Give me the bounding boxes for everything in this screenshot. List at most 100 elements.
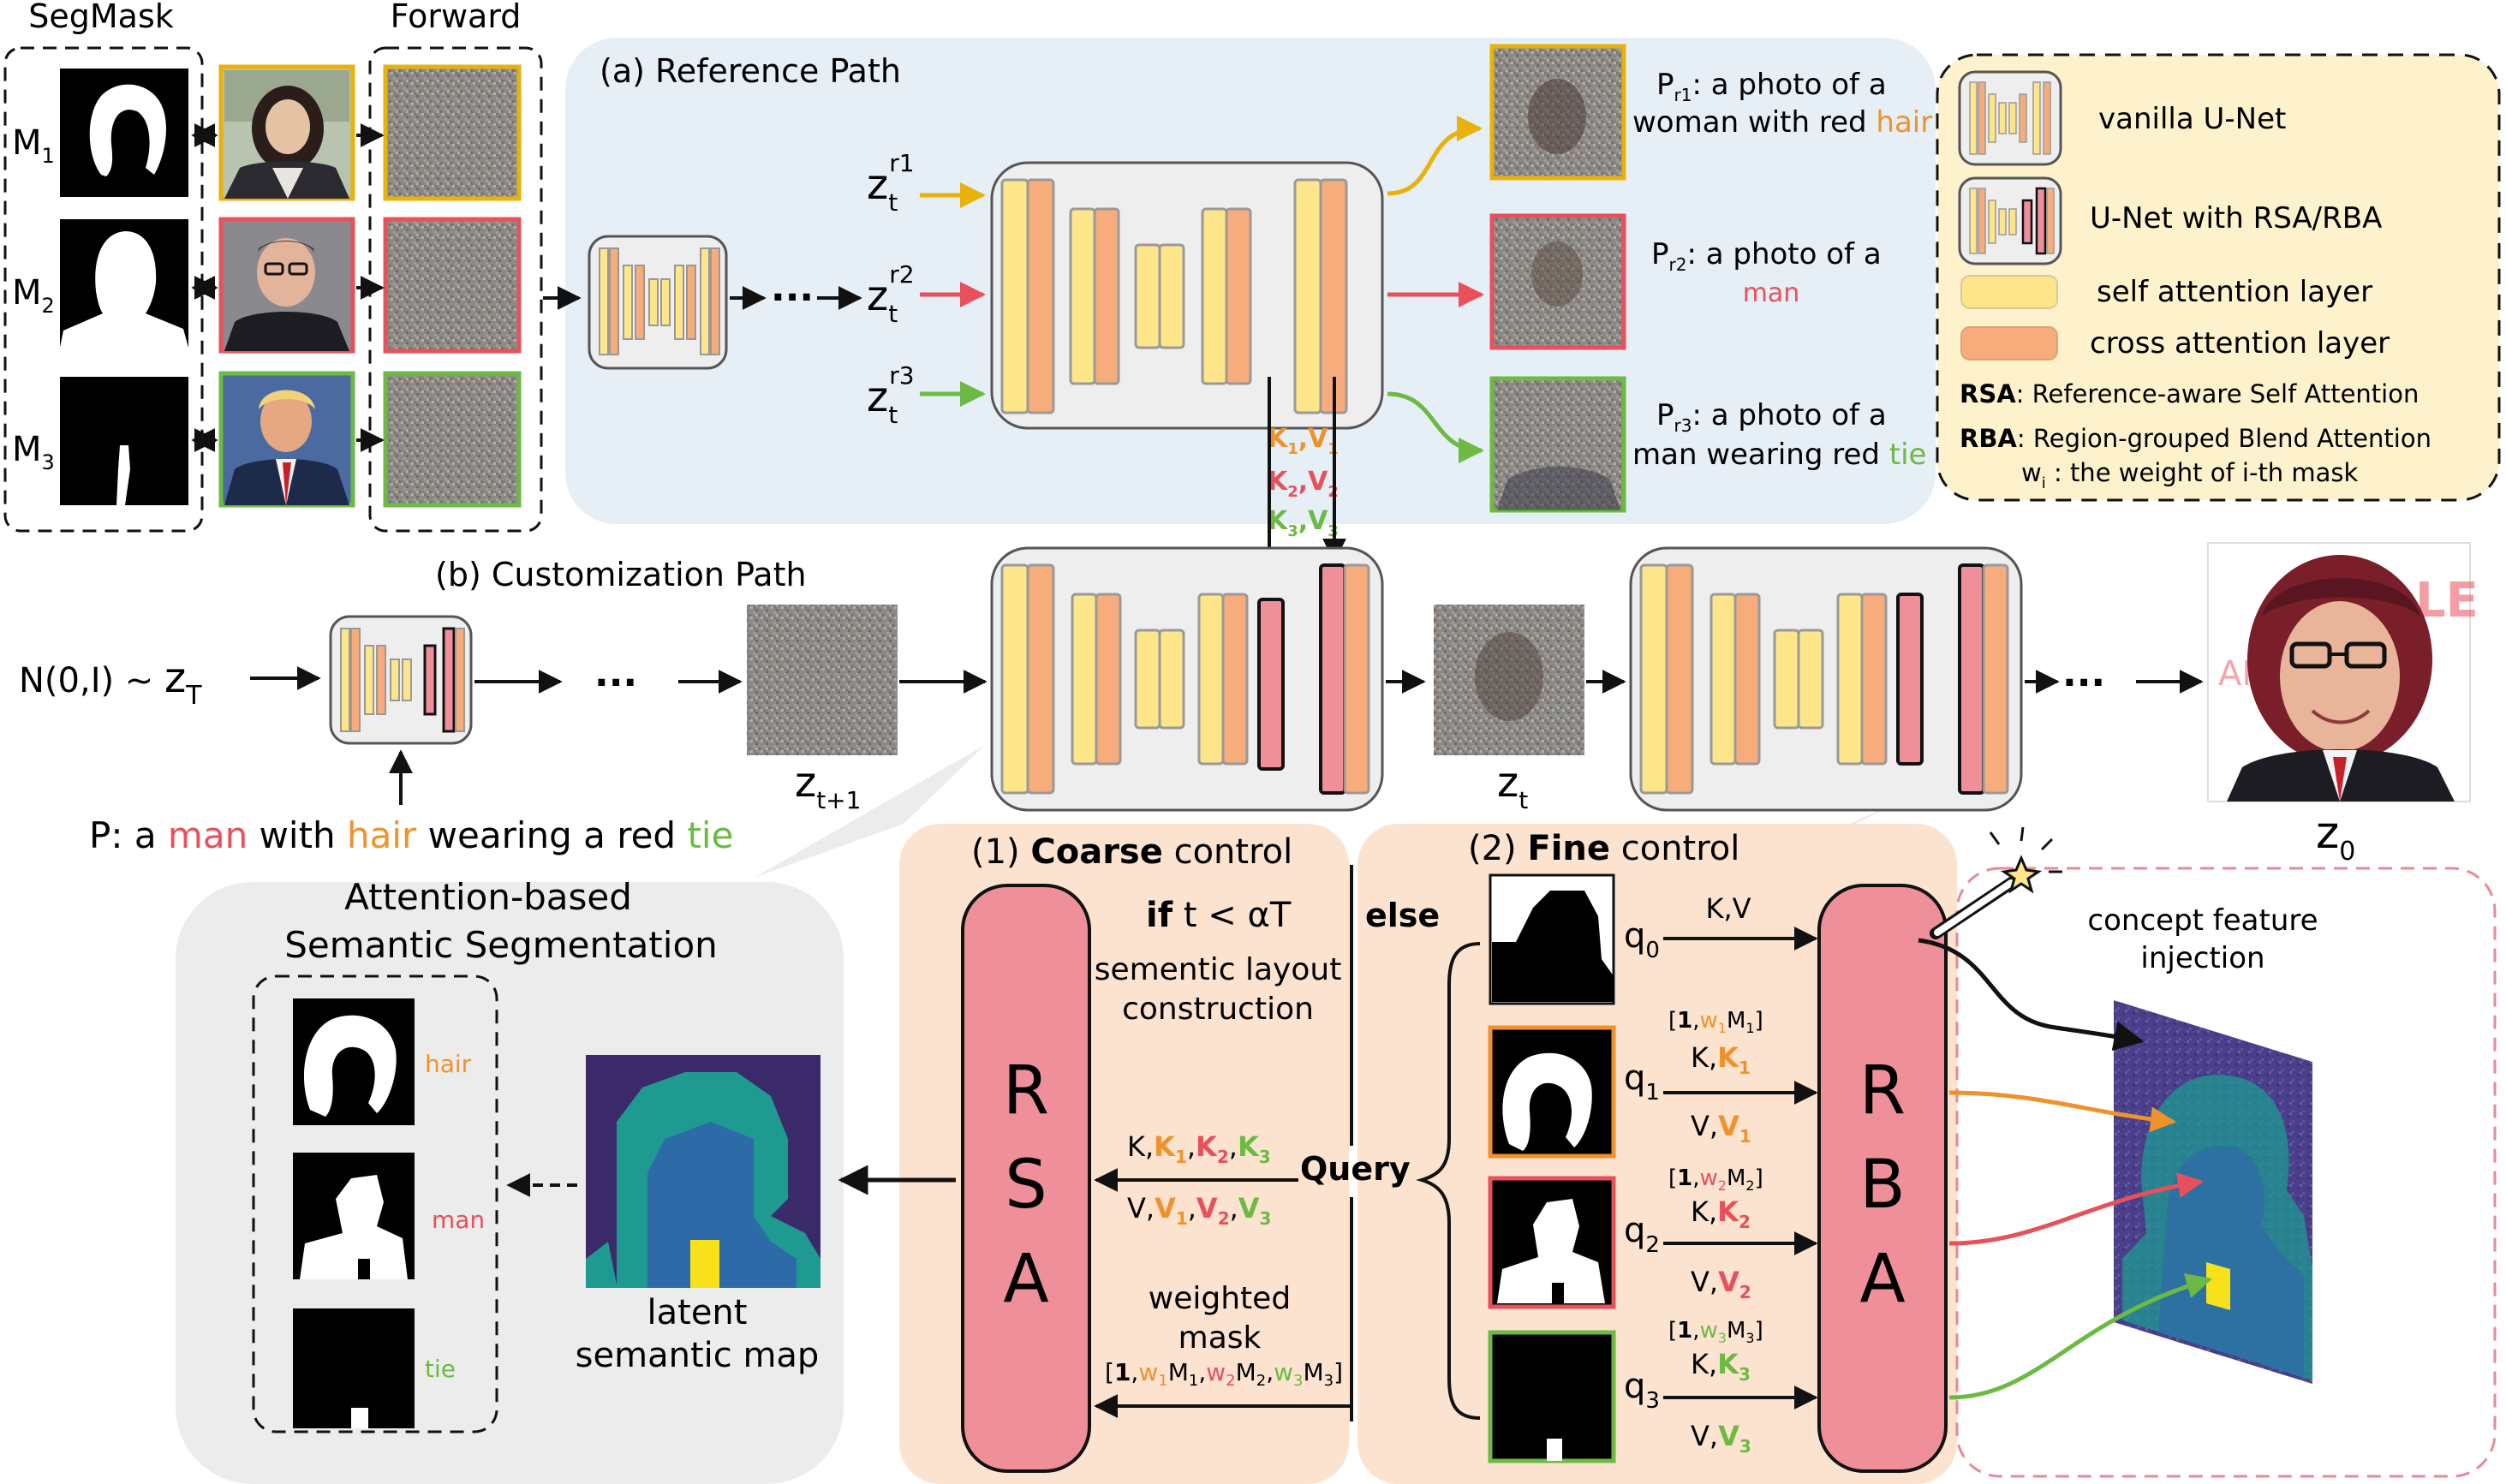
q3-v: V,V3	[1691, 1420, 1751, 1457]
z-r2-label: ztr2	[867, 260, 915, 328]
legend-self-attention: self attention layer	[2097, 275, 2372, 309]
seg-mask-hair	[293, 998, 415, 1125]
svg-text:LE: LE	[2415, 573, 2479, 629]
svg-text:K1,V1: K1,V1	[1268, 424, 1339, 458]
q3-k: K,K3	[1691, 1348, 1751, 1385]
svg-text:M2: M2	[12, 273, 55, 318]
noise-label: N(0,I) ~ zT	[19, 654, 202, 711]
mask-photo-arrows	[191, 123, 582, 452]
q3-label: q3	[1624, 1367, 1660, 1414]
query-label: Query	[1300, 1150, 1411, 1188]
z-r3-label: ztr3	[867, 361, 915, 429]
customization-path-title: (b) Customization Path	[435, 556, 807, 593]
fine-mask-q0	[1489, 873, 1615, 1005]
prompt-r2-line2: man	[1743, 278, 1800, 308]
layout-label-2: construction	[1122, 992, 1314, 1027]
rsa-letter-r: R	[1003, 1052, 1049, 1129]
injection-arrows	[1918, 938, 2212, 1400]
rsa-kv-keys: K,K1,K2,K3	[1127, 1130, 1271, 1167]
seg-title-line2: Semantic Segmentation	[284, 924, 718, 966]
m3-label: M	[12, 430, 42, 469]
q2-weight: [1,w2M2]	[1668, 1165, 1763, 1194]
coarse-control-title: (1) Coarse control	[971, 832, 1292, 872]
legend-cross-attention-swatch	[1960, 326, 2058, 361]
reference-output-arrows	[1387, 116, 1484, 463]
rsa-letter-a: A	[1003, 1241, 1048, 1318]
svg-text:M1: M1	[12, 123, 55, 168]
svg-text:K2,V2: K2,V2	[1268, 467, 1339, 501]
rba-letter-a: A	[1859, 1241, 1905, 1318]
mask-m3	[60, 377, 188, 505]
small-rsa-rba-unet	[329, 615, 473, 745]
rba-letter-b: B	[1859, 1147, 1906, 1224]
legend-panel	[1936, 53, 2501, 502]
q1-weight: [1,w1M1]	[1668, 1008, 1763, 1036]
reference-photo-suit	[218, 371, 355, 508]
prompt-r3-line1: Pr3: a photo of a	[1656, 398, 1887, 436]
legend-rsa-definition: RSA: Reference-aware Self Attention	[1960, 379, 2419, 408]
weighted-label-1: weighted	[1149, 1281, 1291, 1316]
legend-self-attention-swatch	[1960, 275, 2058, 309]
fine-mask-q1	[1488, 1025, 1616, 1159]
rba-block	[1817, 884, 1948, 1473]
q1-k: K,K1	[1691, 1041, 1751, 1078]
svg-text:K3,V3: K3,V3	[1268, 506, 1339, 540]
reference-photo-man	[218, 217, 355, 354]
q2-v: V,V2	[1691, 1266, 1751, 1302]
small-vanilla-unet	[588, 235, 728, 370]
seg-label-tie: tie	[425, 1355, 456, 1383]
seg-label-hair: hair	[425, 1050, 472, 1078]
legend-wi-definition: wi : the weight of i-th mask	[2021, 458, 2359, 492]
query-brace	[1416, 942, 1481, 1420]
segmask-label: SegMask	[28, 0, 174, 35]
rba-letter-r: R	[1859, 1052, 1906, 1129]
latent-label-1: latent	[647, 1293, 748, 1332]
latent-label-2: semantic map	[576, 1336, 820, 1375]
final-output-image: LE AI	[2207, 542, 2479, 802]
legend-vanilla-unet-icon	[1958, 70, 2062, 166]
reference-unet	[990, 161, 1384, 430]
mask-m1	[60, 69, 188, 197]
main-prompt: P: a man with hair wearing a red tie	[89, 814, 733, 856]
prompt-r3-line2: man wearing red tie	[1632, 438, 1926, 472]
custom-ellipsis-1: ···	[594, 661, 637, 705]
seg-mask-man	[293, 1153, 415, 1279]
mask-m2	[60, 219, 188, 348]
zt-plus-1-label: zt+1	[795, 759, 861, 814]
seg-mask-box	[252, 974, 498, 1433]
latent-zt-plus-1	[747, 605, 898, 755]
z0-label: z0	[2316, 808, 2355, 867]
concept-injection-panel	[1955, 867, 2497, 1478]
m2-label: M	[12, 273, 42, 313]
q1-label: q1	[1624, 1058, 1660, 1106]
fine-control-title: (2) Fine control	[1468, 829, 1739, 868]
weighted-label-2: mask	[1178, 1320, 1262, 1356]
forward-latent-2	[383, 217, 522, 354]
rsa-block	[961, 884, 1091, 1473]
customization-unet-1	[990, 546, 1384, 812]
z-r1-label: ztr1	[867, 149, 915, 217]
layout-label-1: sementic layout	[1095, 952, 1342, 987]
legend-rsa-rba-unet-icon	[1958, 176, 2062, 265]
prompt-r1-line1: Pr1: a photo of a	[1656, 68, 1887, 105]
q3-weight: [1,w3M3]	[1668, 1318, 1763, 1346]
magic-wand-icon	[1930, 826, 2062, 939]
zt-label: zt	[1497, 759, 1528, 814]
svg-text:M3: M3	[12, 430, 55, 474]
prompt-r2-line1: Pr2: a photo of a	[1651, 237, 1882, 275]
svg-text:AI: AI	[2218, 654, 2252, 694]
q2-k: K,K2	[1691, 1195, 1751, 1232]
ref-ellipsis: ···	[771, 276, 814, 319]
fine-mask-q3	[1488, 1330, 1616, 1463]
fine-mask-q2	[1488, 1176, 1616, 1309]
seg-title-line1: Attention-based	[344, 876, 632, 918]
reference-output-3	[1489, 376, 1626, 513]
coarse-condition: if t < αT	[1146, 896, 1292, 935]
kv-labels: K1,V1 K2,V2 K3,V3	[1268, 424, 1339, 540]
concept-label-1: concept feature	[2087, 903, 2318, 938]
latent-semantic-map	[586, 1055, 820, 1288]
rsa-kv-values: V,V1,V2,V3	[1127, 1192, 1271, 1229]
custom-ellipsis-2: ···	[2062, 661, 2105, 705]
legend-cross-attention: cross attention layer	[2090, 326, 2390, 361]
